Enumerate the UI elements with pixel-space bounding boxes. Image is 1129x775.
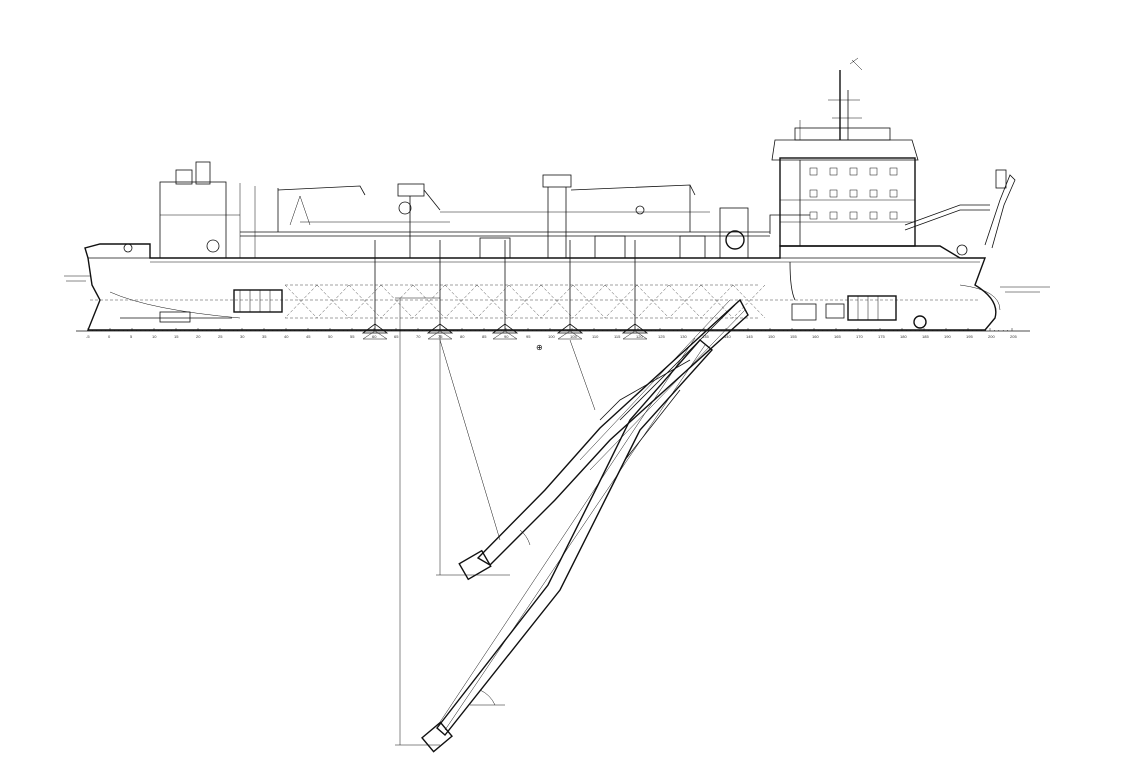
aft-deckhouse	[123, 161, 256, 259]
frame-label: 190	[944, 334, 951, 339]
hopper-bracing	[284, 284, 766, 319]
drag-arm-long	[421, 337, 714, 753]
window	[829, 211, 838, 220]
bracing-cross	[348, 284, 382, 319]
engine-aft	[120, 289, 283, 323]
bracing-cross	[476, 284, 510, 319]
frame-label: 30	[240, 334, 245, 339]
window	[829, 189, 838, 198]
frame-label: 185	[922, 334, 929, 339]
waterline-marks	[64, 275, 1050, 293]
frame-label: 50	[328, 334, 333, 339]
frame-label: 35	[262, 334, 267, 339]
frame-label: 95	[526, 334, 531, 339]
engine-fwd	[791, 295, 927, 329]
frame-label: 205	[1010, 334, 1017, 339]
frame-label: 85	[482, 334, 487, 339]
window	[809, 211, 818, 220]
window	[829, 167, 838, 176]
frame-label: 10	[152, 334, 157, 339]
accommodation-block	[771, 57, 919, 247]
bracing-cross	[636, 284, 670, 319]
frame-label: 60	[372, 334, 377, 339]
hull	[84, 243, 1001, 331]
bracing-cross	[572, 284, 606, 319]
frame-label: 20	[196, 334, 201, 339]
bracing-cross	[668, 284, 702, 319]
frame-label: 140	[724, 334, 731, 339]
bracing-cross	[508, 284, 542, 319]
frame-label: 25	[218, 334, 223, 339]
frame-label: 170	[856, 334, 863, 339]
hopper-door-open	[622, 330, 648, 340]
window	[809, 167, 818, 176]
frame-label: 0	[108, 334, 111, 339]
midship-symbol: ⊕	[536, 343, 543, 352]
hopper-door-open	[492, 330, 518, 340]
window	[849, 167, 858, 176]
hopper-door-open	[557, 330, 583, 340]
frame-label: 125	[658, 334, 665, 339]
window	[849, 211, 858, 220]
frame-label: 75	[438, 334, 443, 339]
window	[889, 167, 898, 176]
frame-label: 145	[746, 334, 753, 339]
gantry-cranes	[277, 174, 749, 259]
frame-scale: -5 0 5 10 15 20 25 30 35 40 45 50 55 60 65 70 75 80 85 90 95…	[76, 328, 1030, 339]
hopper-door	[426, 323, 454, 334]
frame-label: 195	[966, 334, 973, 339]
frame-label: 80	[460, 334, 465, 339]
frame-label: 5	[130, 334, 133, 339]
drag-arm-short	[458, 298, 749, 581]
window	[849, 189, 858, 198]
frame-label: 100	[548, 334, 555, 339]
frame-label: 130	[680, 334, 687, 339]
frame-label: 200	[988, 334, 995, 339]
bracing-cross	[316, 284, 350, 319]
hopper-door	[556, 323, 584, 334]
frame-label: 55	[350, 334, 355, 339]
frame-label: 120	[636, 334, 643, 339]
window	[809, 189, 818, 198]
hopper-doors	[361, 240, 649, 340]
frame-label: 155	[790, 334, 797, 339]
bracing-cross	[732, 284, 766, 319]
windows	[809, 167, 898, 220]
frame-label: 150	[768, 334, 775, 339]
window	[889, 211, 898, 220]
bracing-cross	[604, 284, 638, 319]
frame-label: 135	[702, 334, 709, 339]
bracing-cross	[540, 284, 574, 319]
deck-pipeline	[240, 204, 990, 301]
bracing-cross	[700, 284, 734, 319]
hopper-door	[491, 323, 519, 334]
frame-label: 180	[900, 334, 907, 339]
bracing-cross	[284, 284, 318, 319]
hopper-door-open	[362, 330, 388, 340]
frame-label: 70	[416, 334, 421, 339]
frame-label: -5	[86, 334, 90, 339]
bracing-cross	[444, 284, 478, 319]
frame-label: 105	[570, 334, 577, 339]
window	[869, 167, 878, 176]
frame-label: 165	[834, 334, 841, 339]
frame-label: 160	[812, 334, 819, 339]
frame-label: 110	[592, 334, 599, 339]
bracing-cross	[380, 284, 414, 319]
window	[869, 211, 878, 220]
frame-label: 175	[878, 334, 885, 339]
frame-label: 65	[394, 334, 399, 339]
hopper-door	[361, 323, 389, 334]
frame-label: 40	[284, 334, 289, 339]
frame-label: 15	[174, 334, 179, 339]
window	[889, 189, 898, 198]
frame-label: 115	[614, 334, 621, 339]
bow-davit	[956, 169, 1016, 256]
frame-label: 90	[504, 334, 509, 339]
window	[869, 189, 878, 198]
frame-label: 45	[306, 334, 311, 339]
depth-dimension-lines	[395, 297, 596, 746]
hopper-door	[621, 323, 649, 334]
